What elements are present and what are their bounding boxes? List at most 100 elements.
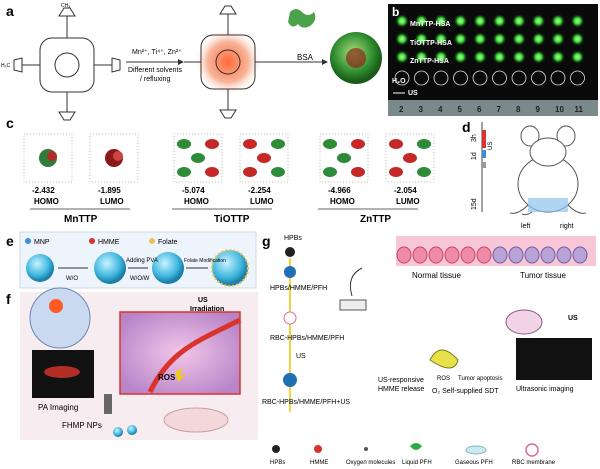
well <box>531 50 546 64</box>
well <box>570 14 585 28</box>
normal-cell <box>396 246 412 264</box>
lumo-label: LUMO <box>250 197 274 206</box>
step-wow: W/O/W <box>130 276 150 282</box>
column-number: 7 <box>497 105 502 114</box>
row-label-znttp: ZnTTP-HSA <box>410 58 449 65</box>
lumo-energy: -2.054 <box>394 186 417 195</box>
lumo-energy: -2.254 <box>248 186 271 195</box>
g-rbc-us: RBC-HPBs/HMME/PFH+US <box>262 399 350 406</box>
mouse-body-icon <box>163 407 229 433</box>
well <box>473 50 487 64</box>
legend-gaseous-pfh-icon <box>465 445 487 455</box>
well <box>551 14 565 28</box>
well <box>395 32 409 46</box>
legend-rbc-icon <box>525 443 539 457</box>
reaction-arrowhead <box>178 59 184 65</box>
well <box>531 70 546 86</box>
well <box>531 14 546 28</box>
well <box>492 32 507 46</box>
lumo-label: LUMO <box>396 197 420 206</box>
tumor-apoptosis: Tumor apoptosis <box>458 376 502 382</box>
hmme-legend-icon <box>89 238 95 244</box>
well <box>434 14 448 28</box>
orbital-lobe <box>389 139 403 149</box>
lumo-energy: -1.895 <box>98 186 121 195</box>
orbital-lobe <box>323 167 337 177</box>
legend-hmme: HMME <box>98 239 120 246</box>
column-number: 11 <box>575 105 584 114</box>
lumo-label: LUMO <box>100 197 124 206</box>
left-label: left <box>521 223 530 230</box>
tumor-cell <box>556 246 572 264</box>
orbital-lobe <box>205 167 219 177</box>
panel-label-b: b <box>392 5 399 19</box>
column-number: 3 <box>419 105 424 114</box>
well <box>512 32 526 46</box>
well <box>453 50 468 64</box>
homo-energy: -5.074 <box>182 186 205 195</box>
well <box>433 70 449 86</box>
row-label-mnttp: MnTTP-HSA <box>410 21 450 28</box>
orbital-lobe <box>243 167 257 177</box>
orbital-lobe <box>113 151 123 161</box>
o2-sdt: O₂ Self-supplied SDT <box>432 388 499 395</box>
well <box>570 32 585 46</box>
panel-label-d: d <box>462 119 471 135</box>
step-wo: W/O <box>66 276 78 282</box>
well <box>551 32 565 46</box>
legend-mnp: MNP <box>34 239 50 246</box>
legend-gaseous-pfh: Gaseous PFH <box>455 460 493 466</box>
panel-d: d 3h 1d 15d US left right <box>462 119 587 230</box>
orbital-plots: -2.432HOMO-1.895LUMOMnTTP-5.074HOMO-2.25… <box>23 133 435 225</box>
us-responsive-2: HMME release <box>378 386 424 393</box>
orbital-lobe <box>417 167 431 177</box>
syringe-icon <box>349 267 363 297</box>
d-us-label: US <box>488 142 494 150</box>
well <box>492 14 507 28</box>
tumor-cell <box>508 246 524 264</box>
tumor-cell <box>492 246 508 264</box>
tumor-cell <box>572 246 588 264</box>
reaction-solvent-1: Different solvents <box>128 67 182 74</box>
fhmp-label: FHMP NPs <box>62 421 102 430</box>
right-label: right <box>560 223 574 230</box>
tumor-cell <box>524 246 540 264</box>
orbital-lobe <box>403 153 417 163</box>
us-responsive-1: US-responsive <box>378 377 424 384</box>
well <box>570 50 585 64</box>
orbital-lobe <box>271 167 285 177</box>
group-name: ZnTTP <box>360 214 391 225</box>
legend-folate: Folate <box>158 239 178 246</box>
legend-liquid-pfh-icon <box>410 443 422 450</box>
bottom-legend: HPBs HMME Oxygen molecules Liquid PFH Ga… <box>270 443 556 466</box>
well <box>492 70 507 86</box>
well <box>512 50 526 64</box>
g-hpbs: HPBs <box>284 235 302 242</box>
homo-label: HOMO <box>184 197 209 206</box>
well <box>434 32 448 46</box>
well <box>414 32 429 46</box>
column-number: 10 <box>555 105 564 114</box>
bsa-protein-icon <box>288 9 316 28</box>
orbital-lobe <box>351 139 365 149</box>
panel-label-f: f <box>6 291 11 307</box>
pa-imaging-label: PA Imaging <box>38 403 78 412</box>
row-label-tiottp: TiOTTP-HSA <box>410 40 452 47</box>
group-name: MnTTP <box>64 214 98 225</box>
apoptotic-cell-icon <box>429 349 459 369</box>
g-mouse-icon <box>505 309 543 335</box>
column-number: 2 <box>399 105 404 114</box>
molecule-frame <box>23 133 73 183</box>
panel-label-e: e <box>6 233 14 249</box>
ros-label: ROS <box>158 373 176 382</box>
orbital-lobe <box>205 139 219 149</box>
ros-burst-icon <box>176 368 186 382</box>
orbital-lobe <box>323 139 337 149</box>
well <box>414 70 429 86</box>
time-15d: 15d <box>471 198 478 210</box>
legend-oxygen-icon <box>364 447 368 451</box>
orbital-lobe <box>389 167 403 177</box>
well <box>453 70 468 86</box>
us-label: US <box>408 90 418 97</box>
metalloporphyrin-icon <box>184 5 272 119</box>
